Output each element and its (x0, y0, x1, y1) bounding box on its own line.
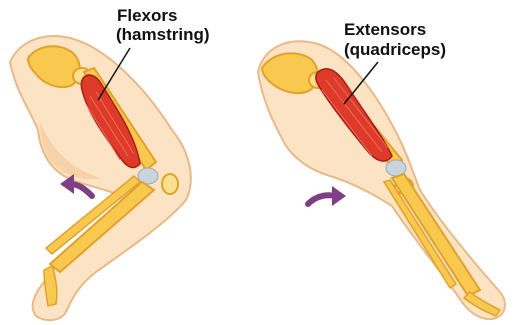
flexed-patella (162, 174, 178, 194)
curved-arrow-right-icon (308, 186, 346, 206)
extended-tibia-bone (392, 174, 480, 296)
extensors-subtitle: (quadriceps) (344, 40, 446, 59)
flexors-subtitle: (hamstring) (116, 25, 210, 44)
flexed-leg (10, 36, 191, 320)
extended-leg (258, 41, 505, 319)
flexors-title: Flexors (117, 6, 177, 25)
extensors-title: Extensors (344, 20, 426, 39)
